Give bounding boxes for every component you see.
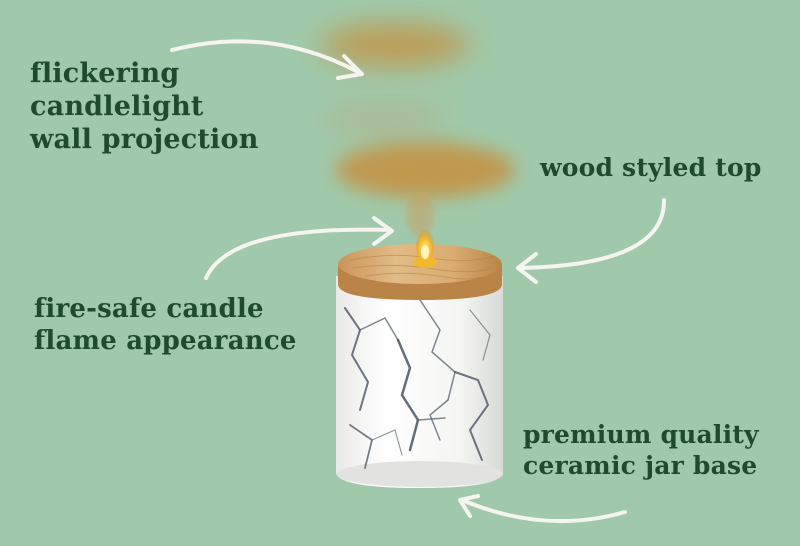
callout-wood-top: wood styled top (540, 153, 762, 184)
arrow-to-projection (170, 39, 364, 80)
callout-projection: flickering candlelight wall projection (30, 58, 259, 157)
callout-projection-line: candlelight (30, 90, 204, 122)
callout-wood-top-line: wood styled top (540, 153, 762, 182)
callout-projection-line: flickering (30, 58, 180, 89)
callout-flame-line: flame appearance (34, 325, 297, 356)
callout-flame-line: fire-safe candle (34, 294, 264, 324)
arrow-to-wood-top (516, 198, 667, 284)
projection-glow (320, 23, 515, 237)
callout-jar-base: premium quality ceramic jar base (523, 420, 759, 481)
arrow-to-jar-base (458, 494, 627, 524)
callout-flame: fire-safe candle flame appearance (34, 294, 297, 357)
arrow-to-flame (204, 216, 394, 280)
flame (416, 230, 434, 262)
wood-lid (338, 244, 502, 300)
marble-veins (344, 299, 491, 469)
callout-jar-base-line: ceramic jar base (523, 450, 758, 480)
callout-jar-base-line: premium quality (523, 420, 759, 449)
ceramic-jar (336, 276, 503, 488)
callout-projection-line: wall projection (30, 123, 259, 155)
